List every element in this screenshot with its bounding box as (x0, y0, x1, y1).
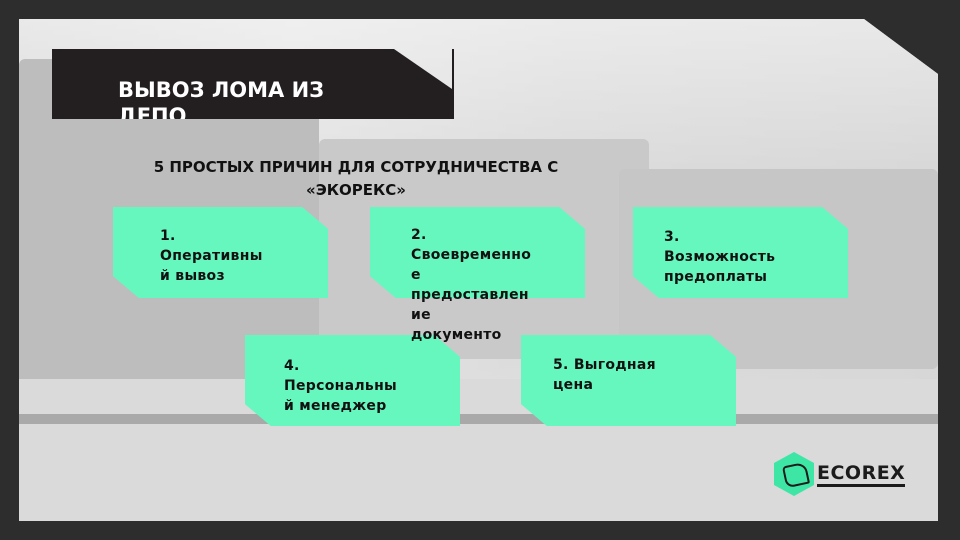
dinosaur-hexagon-icon (774, 452, 814, 496)
logo-text: ECOREX (817, 462, 906, 487)
reason-card-2 (370, 207, 585, 298)
ecorex-logo: ECOREX (774, 450, 914, 498)
reason-text-3: 3. Возможность предоплаты (664, 229, 776, 285)
reason-card-1 (113, 207, 328, 298)
reason-text-4: 4. Персональны й менеджер (284, 358, 398, 414)
subtitle: 5 ПРОСТЫХ ПРИЧИН ДЛЯ СОТРУДНИЧЕСТВА С «Э… (96, 156, 616, 202)
slide-title: ВЫВОЗ ЛОМА ИЗ ДЕПО (118, 78, 325, 119)
reason-card-5 (521, 335, 736, 426)
reason-text-1: 1. Оперативны й вывоз (160, 228, 263, 284)
reason-text-5: 5. Выгодная цена (553, 357, 656, 393)
subtitle-line: «ЭКОРЕКС» (306, 181, 406, 199)
reason-card-3 (633, 207, 848, 298)
subtitle-line: 5 ПРОСТЫХ ПРИЧИН ДЛЯ СОТРУДНИЧЕСТВА С (153, 158, 559, 176)
reason-text-2: 2. Своевременно е предоставлен ие докуме… (411, 227, 532, 343)
title-divider (452, 49, 454, 119)
reason-card-4 (245, 335, 460, 426)
title-box: ВЫВОЗ ЛОМА ИЗ ДЕПО (52, 49, 452, 119)
